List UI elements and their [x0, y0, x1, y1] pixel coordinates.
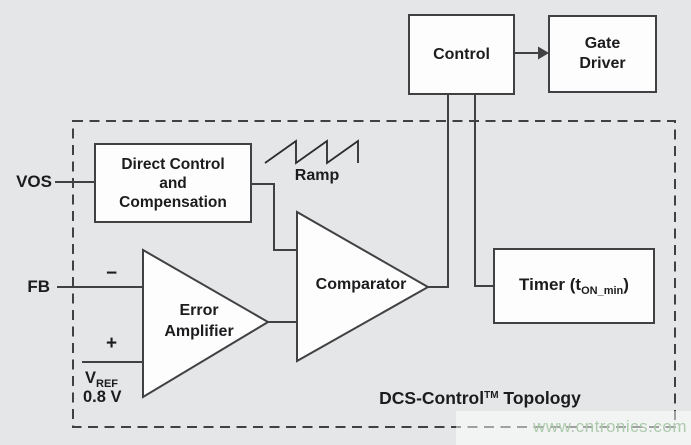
ramp-label: Ramp	[294, 167, 340, 184]
gate-driver-block: Gate Driver	[548, 15, 657, 93]
error-amplifier-label: Error Amplifier	[145, 300, 253, 342]
control-block: Control	[408, 14, 515, 95]
direct-control-label-line2: and	[159, 174, 187, 192]
direct-control-compensation-block: Direct Control and Compensation	[94, 143, 252, 223]
arrowhead-icon	[538, 46, 549, 60]
timer-label: Timer (tON_min)	[519, 275, 629, 297]
vref-value-label: 0.8 V	[83, 388, 122, 406]
comparator-triangle	[296, 210, 431, 363]
direct-control-label-line3: Compensation	[119, 193, 227, 211]
inverting-input-sign: −	[106, 263, 118, 284]
error-amplifier-label-line2: Amplifier	[164, 323, 234, 340]
watermark-band	[456, 411, 691, 445]
watermark-text: www.cntronics.com	[533, 417, 687, 436]
timer-block: Timer (tON_min)	[493, 248, 655, 324]
control-timer-wire	[474, 95, 493, 287]
control-block-label: Control	[433, 45, 490, 63]
trademark-superscript: TM	[484, 390, 499, 401]
comparator-label: Comparator	[315, 276, 407, 293]
comparator-output-wire	[428, 95, 449, 288]
fb-input-label: FB	[27, 277, 50, 296]
error-amplifier-triangle	[142, 248, 270, 399]
noninverting-input-sign: +	[106, 333, 118, 354]
ramp-wire	[252, 183, 297, 251]
topology-dashed-boundary	[72, 120, 676, 428]
gate-driver-label-line2: Driver	[579, 55, 626, 72]
error-amplifier-label-line1: Error	[179, 302, 219, 319]
vos-input-label: VOS	[16, 172, 52, 191]
vref-label: VREF	[85, 369, 119, 390]
topology-caption: DCS-ControlTM Topology	[379, 388, 581, 408]
direct-control-label-line1: Direct Control	[121, 155, 225, 173]
vref-subscript: REF	[96, 378, 119, 390]
sawtooth-ramp-waveform-icon	[264, 139, 359, 165]
timer-subscript: ON_min	[581, 285, 624, 297]
gate-driver-label-line1: Gate	[584, 35, 621, 52]
